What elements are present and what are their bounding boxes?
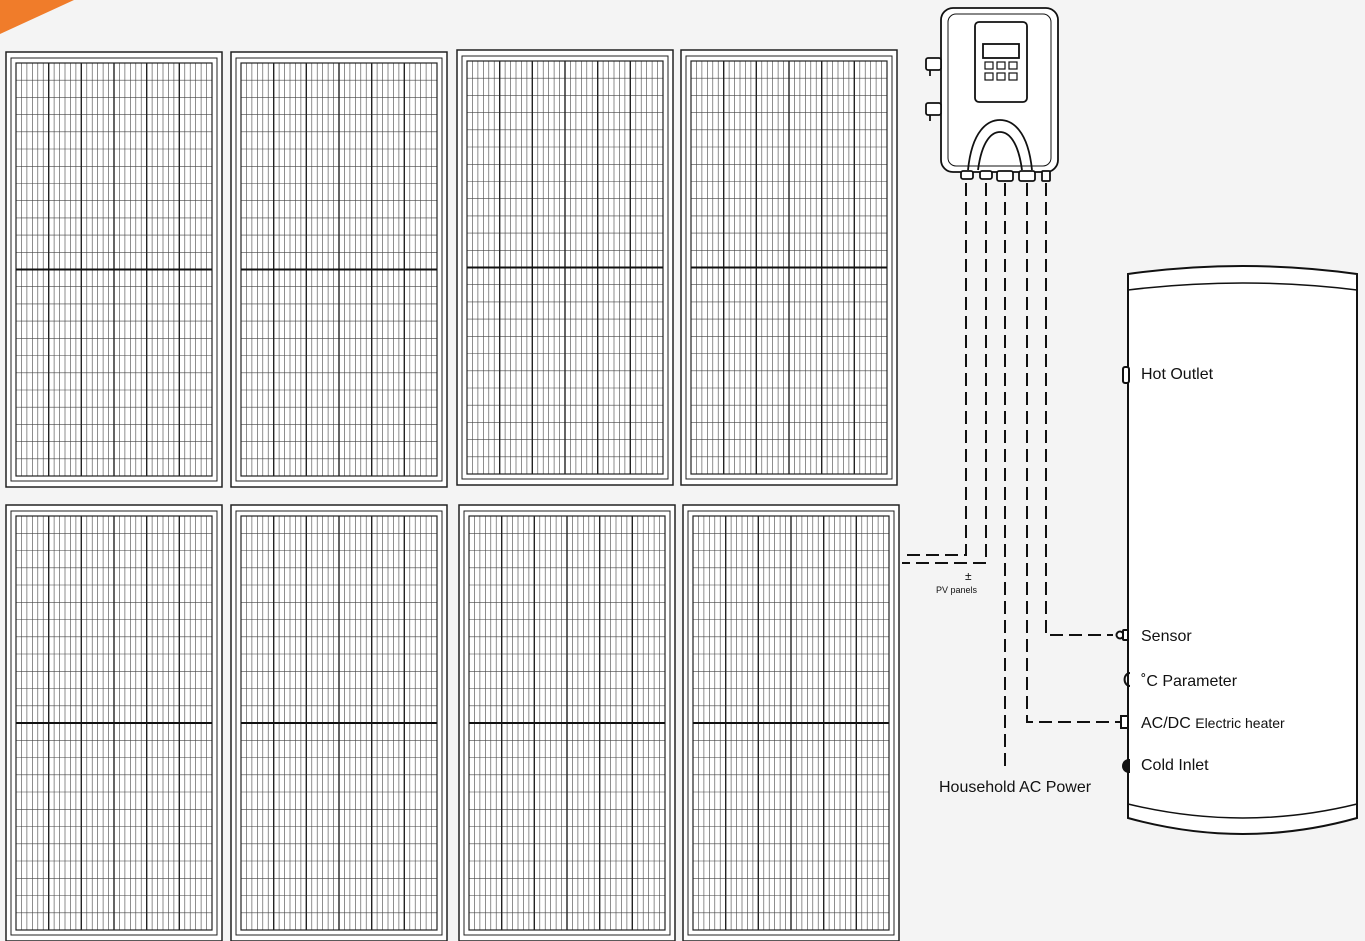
solar-panel — [682, 504, 900, 941]
solar-panel — [5, 51, 223, 488]
cold-inlet-label: Cold Inlet — [1141, 757, 1209, 774]
hot-outlet-label: Hot Outlet — [1141, 366, 1214, 383]
wiring — [902, 183, 1120, 770]
pv-polarity-symbol: ± — [965, 569, 972, 583]
solar-panel — [456, 49, 674, 486]
parameter-label: ˚C Parameter — [1141, 673, 1238, 690]
heater-label: AC/DC Electric heater — [1141, 716, 1285, 732]
household-ac-power-label: Household AC Power — [939, 779, 1092, 796]
pv-panels-label: PV panels — [936, 585, 978, 595]
sensor-label: Sensor — [1141, 628, 1192, 645]
heater-sub-label: Electric heater — [1195, 715, 1285, 731]
solar-panel — [680, 49, 898, 486]
solar-panel — [458, 504, 676, 941]
solar-panel — [230, 504, 448, 941]
orange-corner-accent — [0, 0, 74, 34]
solar-panel-array — [5, 49, 900, 941]
controller-icon — [925, 7, 1059, 182]
heater-main-label: AC/DC — [1141, 715, 1196, 732]
water-tank-icon — [1115, 265, 1358, 835]
solar-panel — [230, 51, 448, 488]
solar-panel — [5, 504, 223, 941]
